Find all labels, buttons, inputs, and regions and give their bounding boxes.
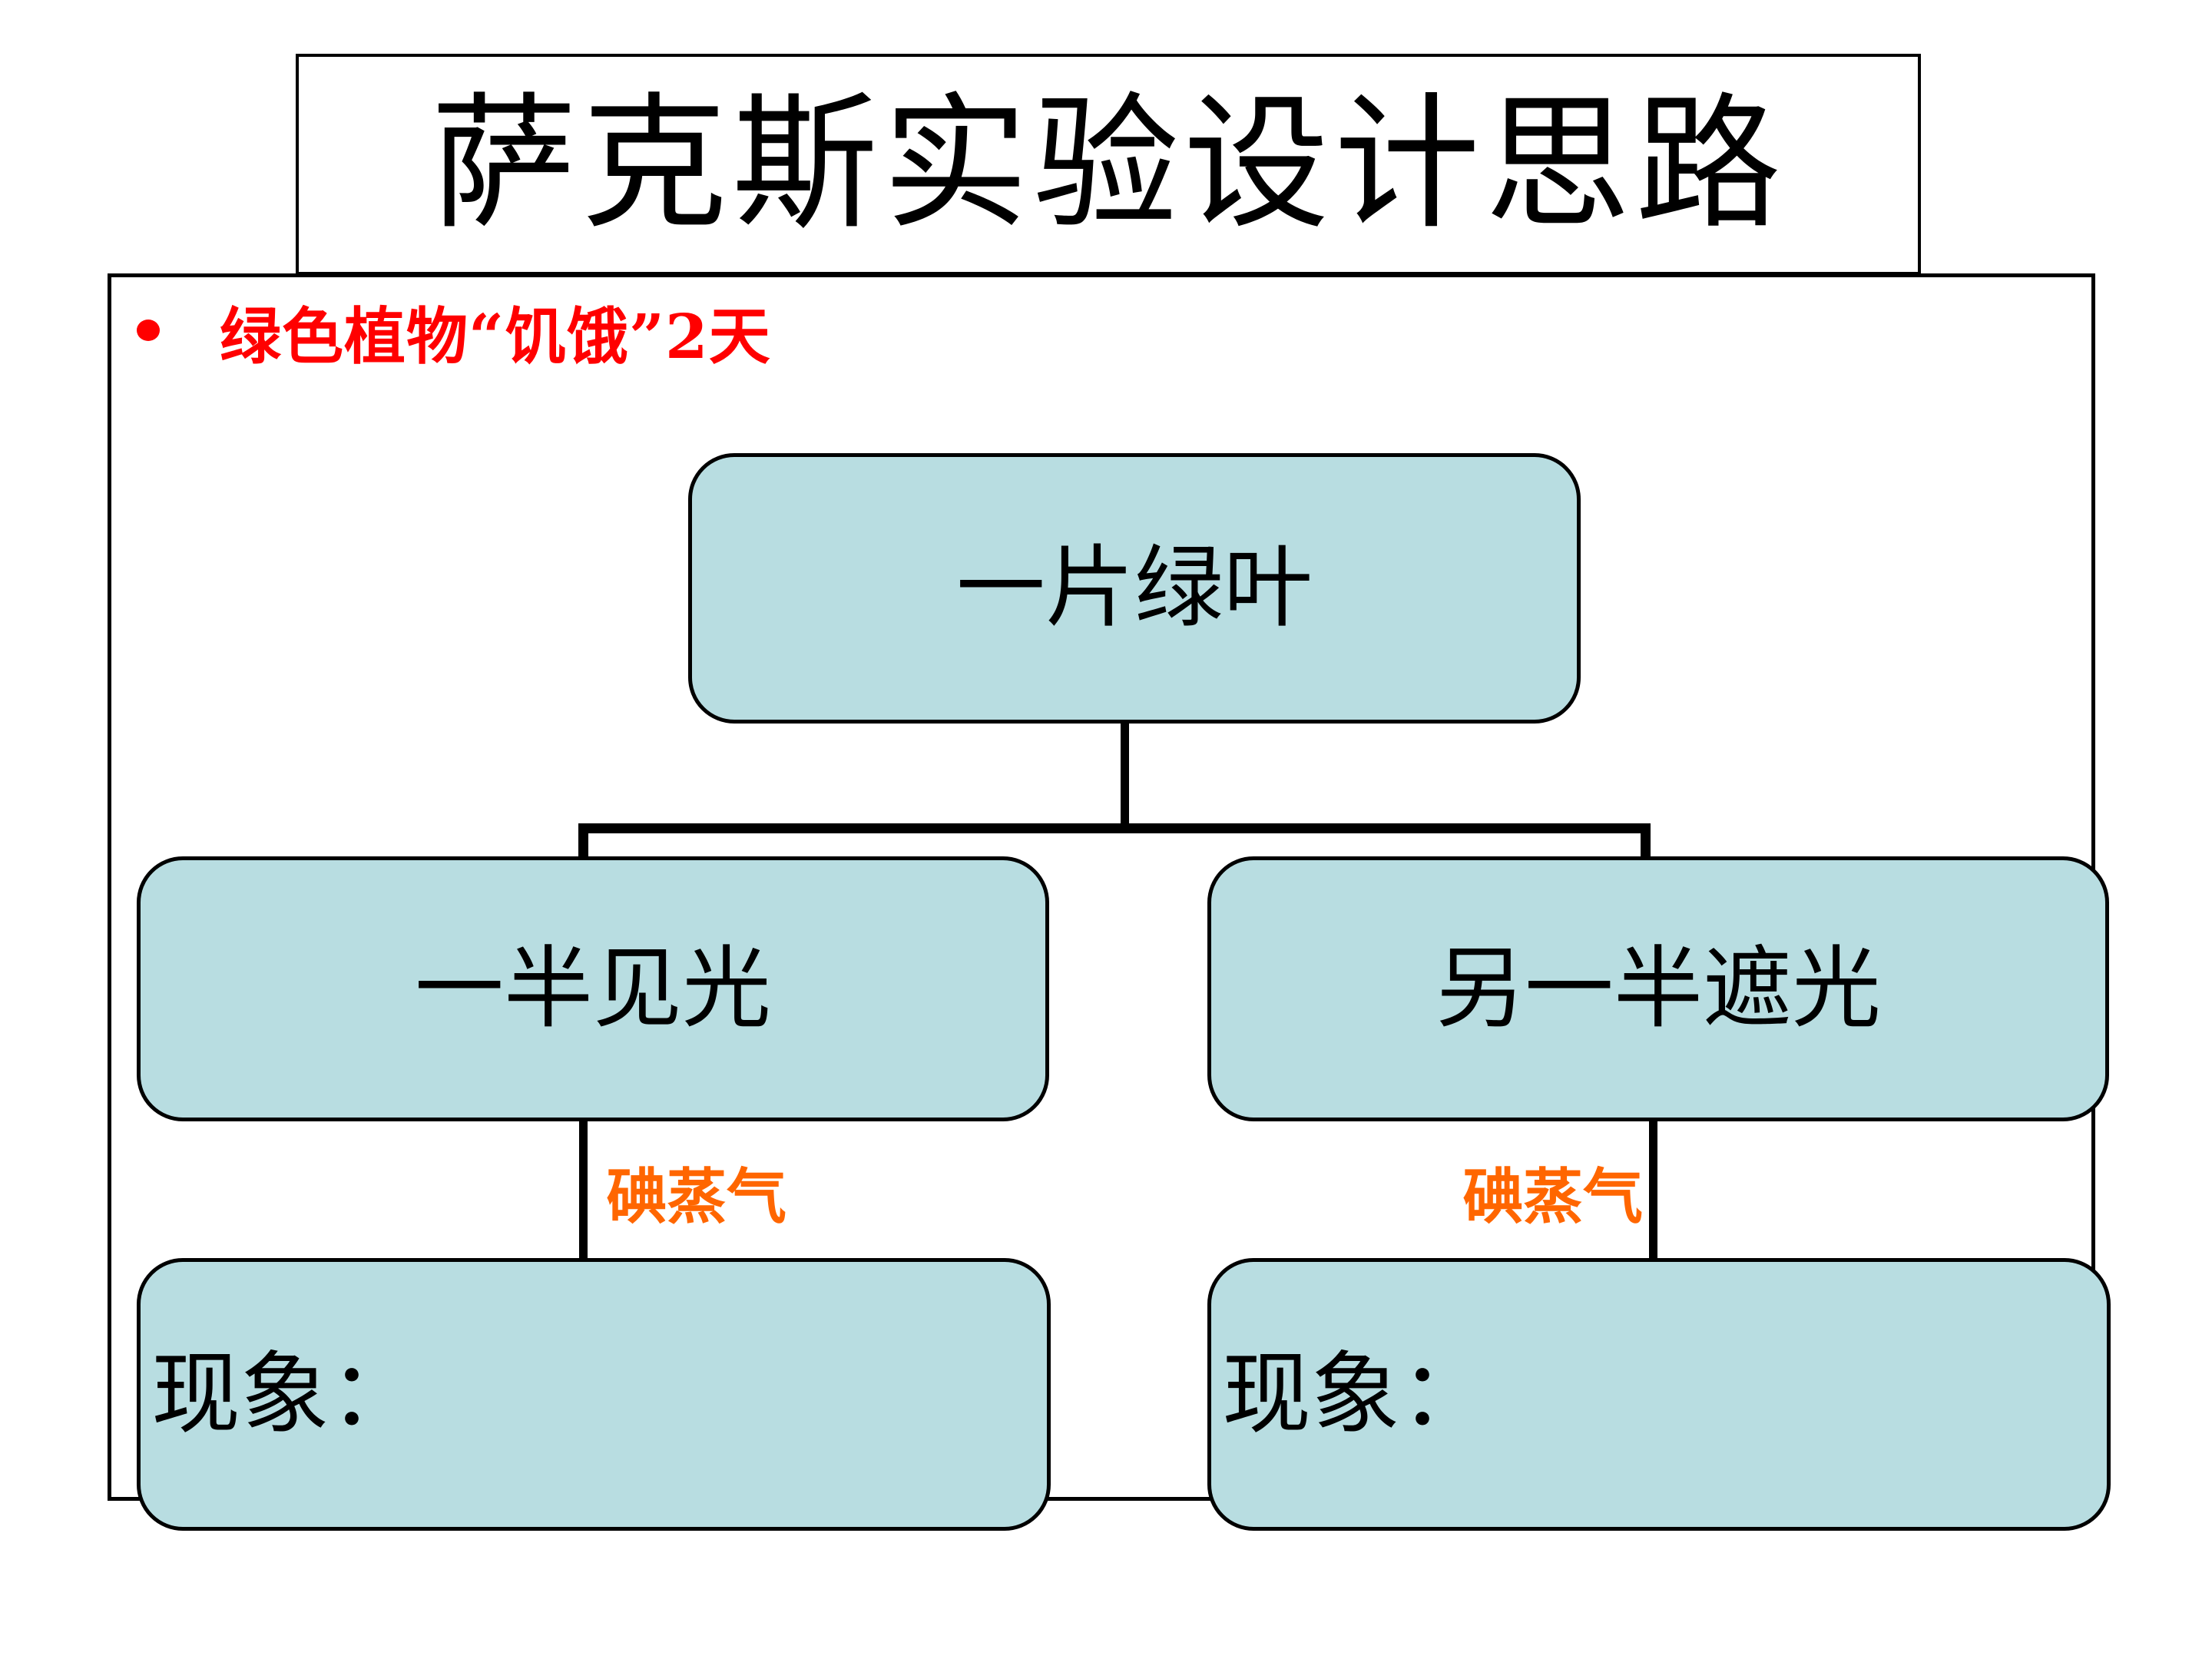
bullet-text: 绿色植物“饥饿”2天	[220, 300, 771, 373]
node-right-branch: 另一半遮光	[1207, 856, 2109, 1121]
node-left-branch-label: 一半见光	[415, 936, 771, 1041]
connector-left-iodine	[579, 1120, 588, 1263]
node-left-result-label: 现象：	[151, 1342, 419, 1446]
title-box: 萨克斯实验设计思路	[296, 54, 1921, 275]
iodine-label-right: 碘蒸气	[1463, 1162, 1644, 1232]
connector-right-drop	[1641, 823, 1651, 862]
iodine-label-left: 碘蒸气	[607, 1162, 787, 1232]
connector-right-iodine	[1649, 1120, 1657, 1263]
connector-branch-bar	[578, 823, 1651, 833]
node-left-result: 现象：	[137, 1258, 1051, 1531]
node-root: 一片绿叶	[688, 453, 1581, 724]
node-right-branch-label: 另一半遮光	[1435, 936, 1881, 1041]
node-right-result-label: 现象：	[1222, 1342, 1489, 1446]
page-title: 萨克斯实验设计思路	[430, 79, 1786, 249]
connector-left-drop	[578, 823, 588, 862]
bullet-dot-icon	[137, 320, 160, 341]
node-right-result: 现象：	[1207, 1258, 2111, 1531]
connector-root-stem	[1121, 720, 1129, 830]
node-root-label: 一片绿叶	[956, 536, 1313, 640]
node-left-branch: 一半见光	[137, 856, 1049, 1121]
